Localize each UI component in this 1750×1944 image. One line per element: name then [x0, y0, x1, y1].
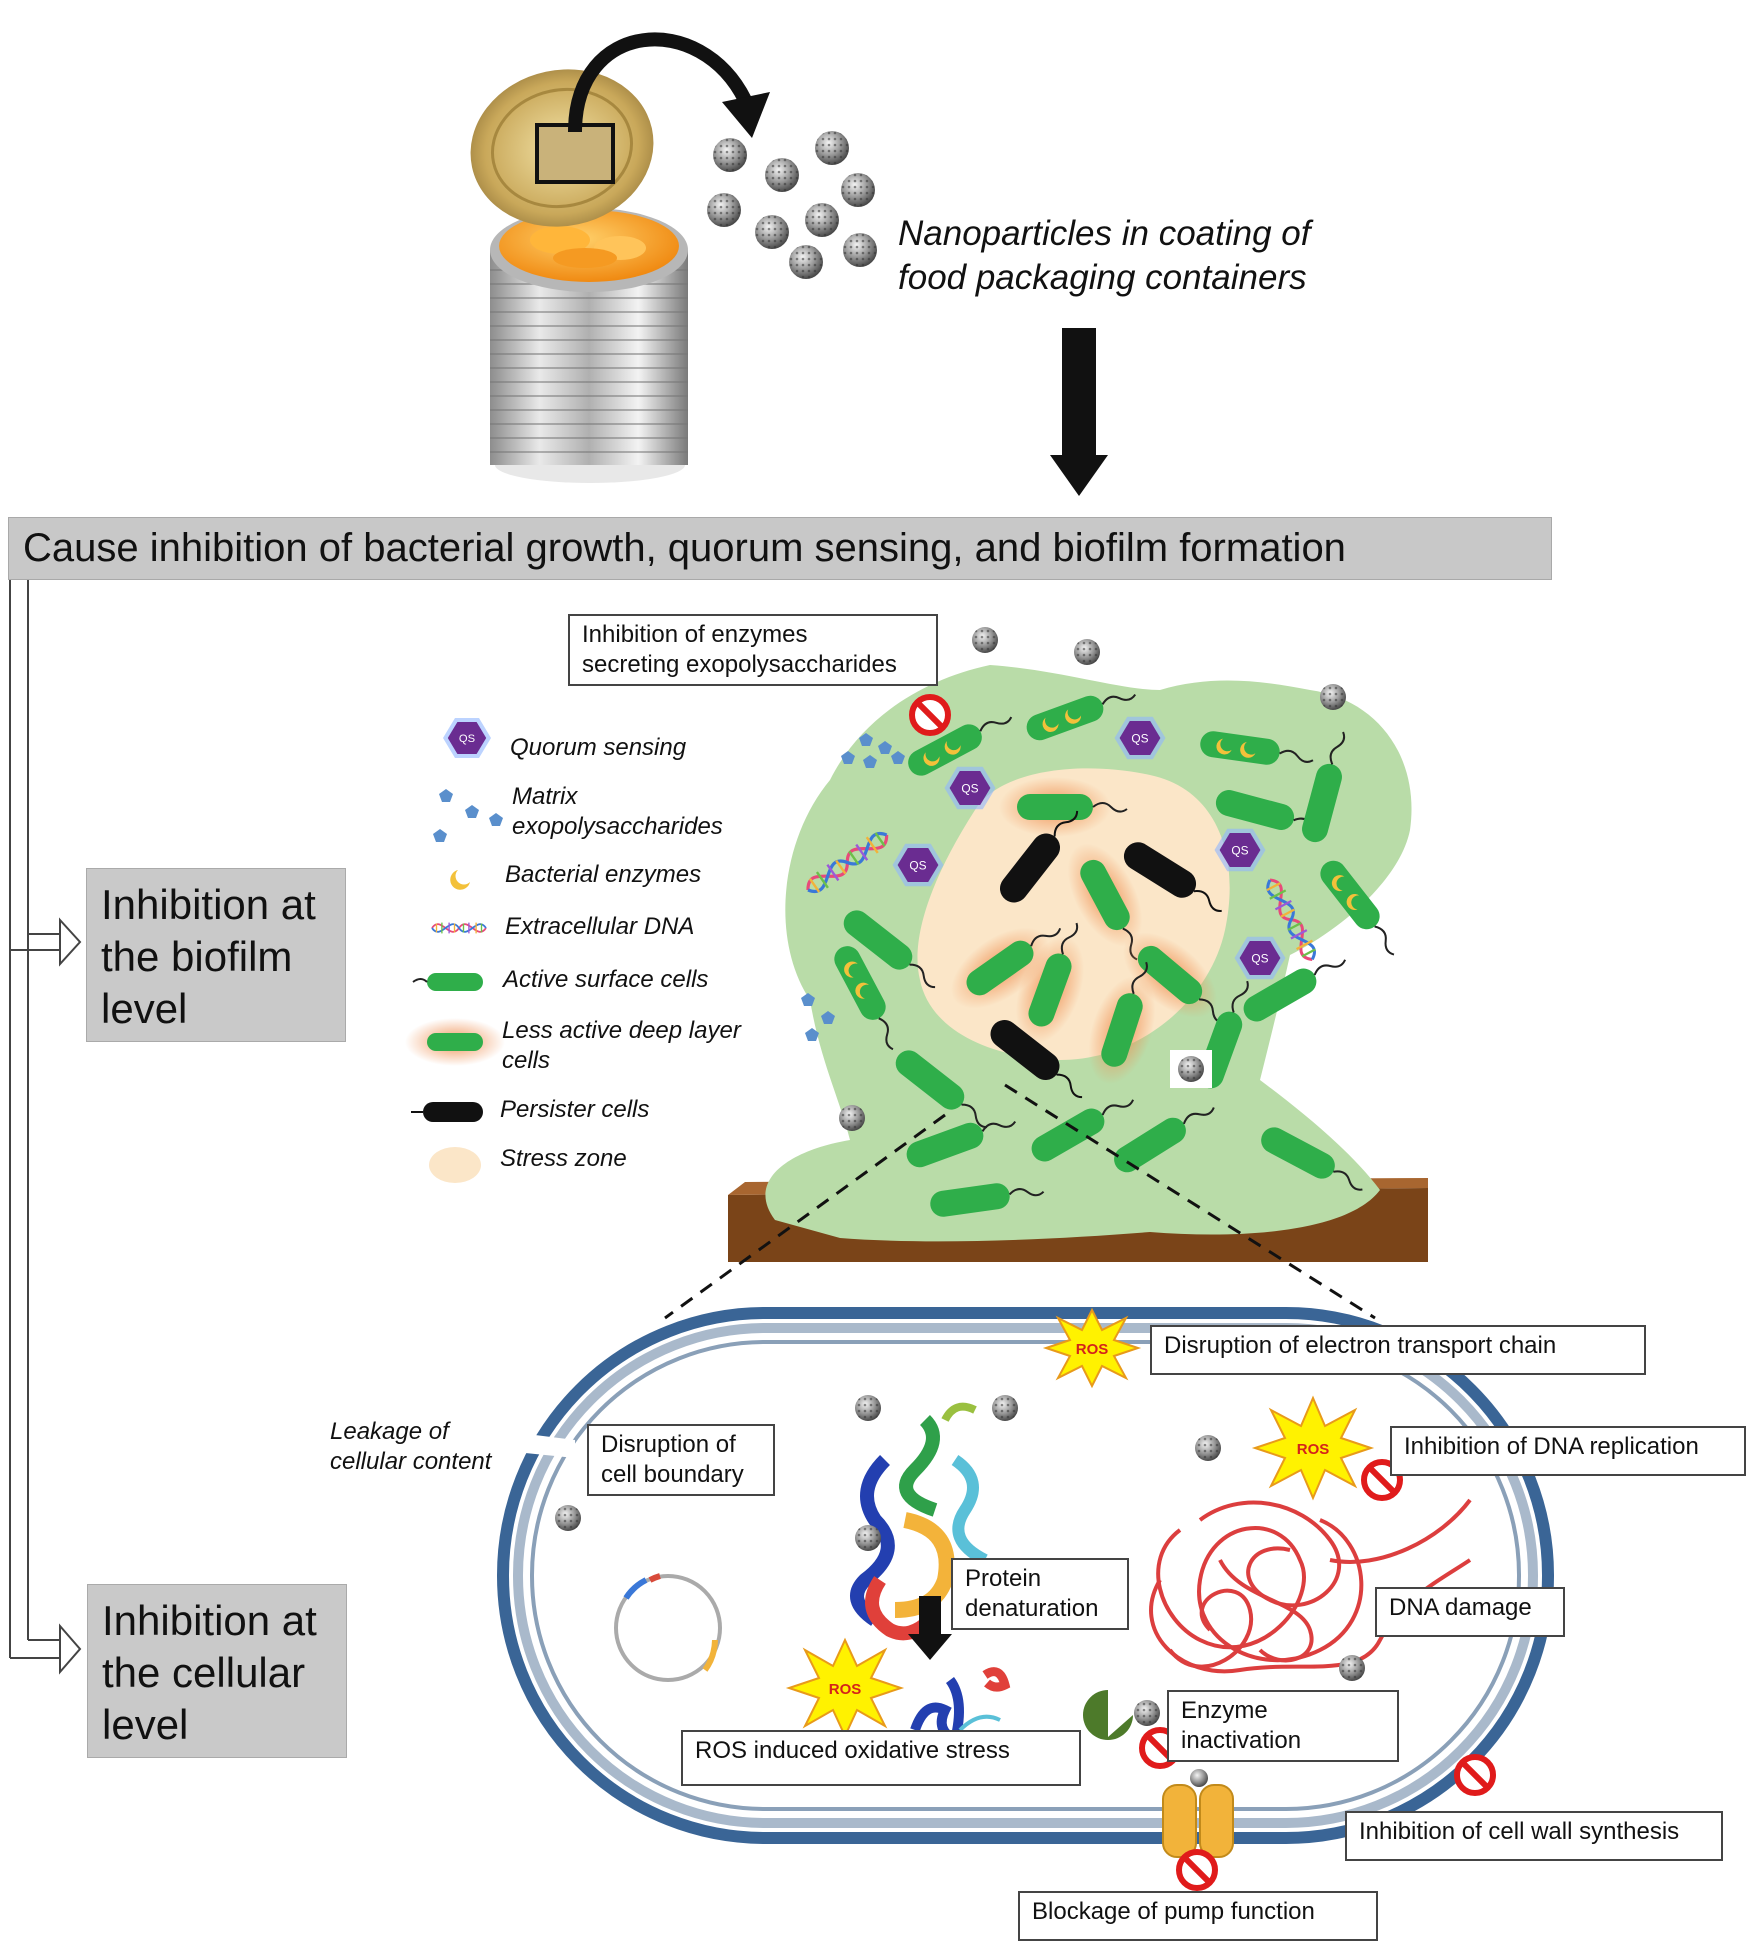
main-effect-banner: Cause inhibition of bacterial growth, qu… — [8, 517, 1552, 580]
pour-arrowhead — [722, 92, 770, 138]
plasmid — [614, 1574, 722, 1682]
label-electron-transport: Disruption of electron transport chain — [1150, 1325, 1646, 1375]
branch-connectors — [9, 580, 82, 1675]
pour-arrow — [568, 32, 752, 133]
protein-structure — [850, 1402, 988, 1641]
label-enzymes-eps: Inhibition of enzymes secreting exopolys… — [568, 614, 938, 686]
svg-text:QS: QS — [1251, 951, 1268, 965]
ros-burst-icon: ROS — [785, 1637, 905, 1739]
biofilm-illustration — [728, 627, 1428, 1262]
denatured-protein — [910, 1677, 964, 1748]
dna-tangle — [1149, 1498, 1472, 1674]
qs-hexagon-icon: QS — [443, 718, 491, 758]
deep-layer-cell-icon — [405, 1018, 505, 1066]
legend-label-persister-cells: Persister cells — [500, 1096, 650, 1123]
svg-text:ROS: ROS — [1297, 1441, 1330, 1458]
membrane-pump — [1162, 1784, 1234, 1858]
enzyme-crescent-icon — [450, 870, 470, 890]
nanoparticle-cluster — [707, 131, 877, 279]
stress-zone-icon — [429, 1147, 481, 1183]
biofilm-level-box: Inhibition at the biofilm level — [86, 868, 346, 1042]
down-arrow — [1050, 328, 1108, 496]
enzyme-pie — [1083, 1690, 1133, 1740]
svg-text:ROS: ROS — [829, 1681, 862, 1698]
ros-burst-icon: ROS — [1042, 1307, 1142, 1389]
nanoparticle-caption: Nanoparticles in coating of food packagi… — [898, 214, 1311, 297]
zoom-lines — [664, 1083, 1376, 1320]
label-dna-damage: DNA damage — [1375, 1587, 1565, 1637]
svg-text:QS: QS — [1131, 731, 1148, 745]
svg-text:ROS: ROS — [1076, 1341, 1109, 1358]
legend-icons: QS — [405, 718, 505, 1183]
legend-label-active-cells: Active surface cells — [503, 966, 709, 993]
label-cell-wall-synthesis: Inhibition of cell wall synthesis — [1345, 1811, 1723, 1861]
legend-label-stress-zone: Stress zone — [500, 1145, 627, 1172]
svg-text:QS: QS — [459, 733, 475, 745]
svg-text:QS: QS — [961, 781, 978, 795]
legend-label-deep-layer-cells: Less active deep layer cells — [502, 1017, 741, 1074]
label-enzyme-inactivation: Enzyme inactivation — [1167, 1690, 1399, 1762]
legend-label-extracellular-dna: Extracellular DNA — [505, 913, 695, 940]
legend-label-quorum-sensing: Quorum sensing — [510, 734, 687, 761]
label-ros-oxidative-stress: ROS induced oxidative stress — [681, 1730, 1081, 1786]
biofilm-qs-signals: QS QS QS QS QS — [892, 716, 1286, 980]
label-cell-boundary: Disruption of cell boundary — [587, 1424, 775, 1496]
cellular-level-box: Inhibition at the cellular level — [87, 1584, 347, 1758]
label-dna-replication: Inhibition of DNA replication — [1390, 1426, 1746, 1476]
active-cell-icon — [412, 973, 483, 991]
legend-label-matrix-eps: Matrix exopolysaccharides — [512, 783, 723, 840]
ros-burst-icon: ROS — [1251, 1395, 1375, 1501]
label-protein-denaturation: Protein denaturation — [951, 1558, 1129, 1630]
label-pump-blockage: Blockage of pump function — [1018, 1891, 1378, 1941]
persister-cell-icon — [411, 1102, 483, 1122]
food-can-illustration — [470, 69, 688, 483]
exopolysaccharide-pentagon-icon — [433, 789, 503, 842]
legend-label-bacterial-enzymes: Bacterial enzymes — [505, 861, 702, 888]
label-leakage: Leakage of cellular content — [330, 1418, 492, 1475]
svg-text:QS: QS — [909, 858, 926, 872]
dna-helix-icon — [431, 921, 487, 935]
svg-text:QS: QS — [1231, 843, 1248, 857]
